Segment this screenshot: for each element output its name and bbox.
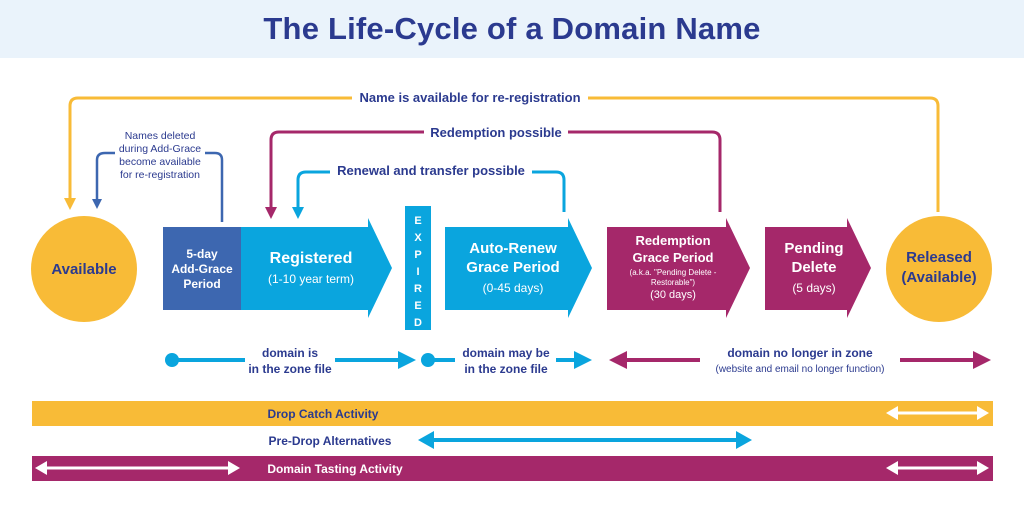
add-grace-loop <box>97 151 224 222</box>
expired-letter: D <box>414 317 422 329</box>
released-circle <box>886 216 992 322</box>
expired-strip <box>405 206 431 330</box>
redemption-title: Redemption <box>635 233 710 248</box>
available-label: Available <box>51 261 116 278</box>
add-grace-line: 5-day <box>186 247 218 261</box>
auto-renew-sub: (0-45 days) <box>483 281 544 295</box>
tasting-range-arrow-left <box>35 461 240 475</box>
expired-letter: X <box>414 232 422 244</box>
redemption-sub: (30 days) <box>650 289 696 301</box>
add-grace-line: Add-Grace <box>171 262 233 276</box>
add-grace-note-line: during Add-Grace <box>119 143 201 155</box>
expired-letter: I <box>416 266 419 278</box>
pre-drop-range-arrow <box>418 431 752 449</box>
drop-catch-label: Drop Catch Activity <box>268 407 379 421</box>
tasting-label: Domain Tasting Activity <box>267 462 403 476</box>
re-registration-label: Name is available for re-registration <box>359 90 580 105</box>
zone-may-be-indicator <box>421 351 592 369</box>
zone-in-indicator <box>165 351 416 369</box>
add-grace-note: Names deleted during Add-Grace become av… <box>119 130 201 181</box>
redemption-title: Grace Period <box>633 250 714 265</box>
available-circle <box>31 216 137 322</box>
zone-out-indicator <box>609 351 991 369</box>
add-grace-line: Period <box>183 277 220 291</box>
tasting-range-arrow-right <box>886 461 989 475</box>
pending-delete-sub: (5 days) <box>792 281 835 295</box>
expired-letter: E <box>414 300 421 312</box>
registered-arrow <box>241 218 392 318</box>
pending-delete-title: Pending <box>784 240 843 257</box>
pending-delete-title: Delete <box>791 259 836 276</box>
released-label: (Available) <box>901 269 976 286</box>
expired-letter: P <box>414 249 421 261</box>
drop-catch-range-arrow <box>886 406 989 420</box>
page-title: The Life-Cycle of a Domain Name <box>263 11 761 46</box>
expired-letter: E <box>414 215 421 227</box>
redemption-loop <box>271 130 722 213</box>
add-grace-note-line: Names deleted <box>125 130 196 142</box>
title-banner <box>0 0 1024 58</box>
auto-renew-arrow <box>445 218 592 318</box>
renewal-label: Renewal and transfer possible <box>337 163 525 178</box>
redemption-arrow <box>607 218 750 318</box>
registered-title: Registered <box>270 250 353 267</box>
released-label: Released <box>906 249 972 266</box>
re-registration-loop <box>70 96 940 212</box>
renewal-loop <box>298 170 566 213</box>
zone-in-text: domain is <box>262 346 318 360</box>
redemption-note: Restorable") <box>651 278 696 287</box>
zone-out-subtext: (website and email no longer function) <box>716 364 885 375</box>
add-grace-note-line: become available <box>119 156 201 168</box>
auto-renew-title: Auto-Renew <box>469 240 557 257</box>
add-grace-note-line: for re-registration <box>120 169 200 181</box>
add-grace-box <box>163 227 241 310</box>
expired-letters: E X P I R E D <box>414 215 422 329</box>
zone-out-text: domain no longer in zone <box>727 346 873 360</box>
expired-letter: R <box>414 283 422 295</box>
redemption-label: Redemption possible <box>430 125 561 140</box>
auto-renew-title: Grace Period <box>466 259 559 276</box>
drop-catch-bar <box>32 401 993 426</box>
zone-may-be-text: in the zone file <box>464 362 548 376</box>
pre-drop-label: Pre-Drop Alternatives <box>269 434 392 448</box>
registered-sub: (1-10 year term) <box>268 272 354 286</box>
zone-in-text: in the zone file <box>248 362 332 376</box>
zone-may-be-text: domain may be <box>462 346 550 360</box>
add-grace-text: 5-day Add-Grace Period <box>171 247 233 291</box>
pending-delete-arrow <box>765 218 871 318</box>
redemption-note: (a.k.a. "Pending Delete - <box>630 268 717 277</box>
